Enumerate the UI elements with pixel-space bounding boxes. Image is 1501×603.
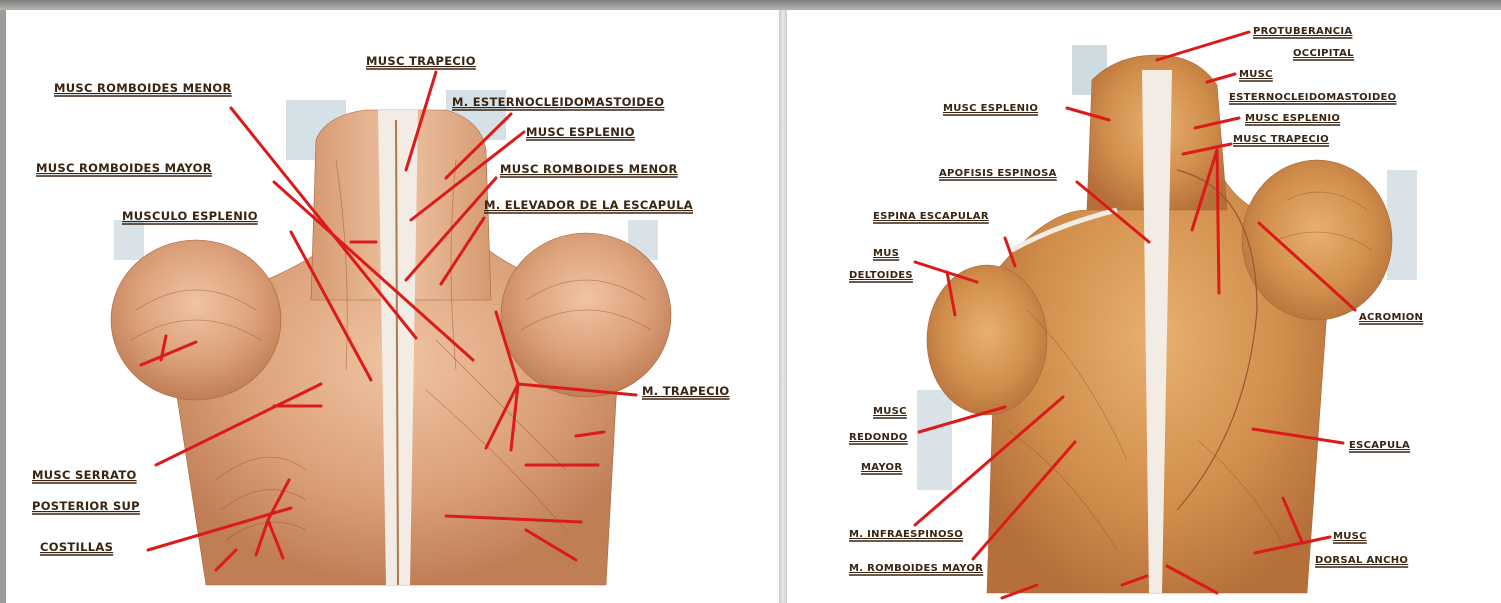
label-redondo-1: MUSC bbox=[873, 406, 907, 417]
label-musc-trapecio: MUSC TRAPECIO bbox=[366, 54, 476, 68]
label-esplenio: MUSC ESPLENIO bbox=[526, 125, 635, 139]
label-redondo-2: REDONDO bbox=[849, 432, 908, 443]
background-patch bbox=[114, 220, 144, 260]
label-espina-escapular: ESPINA ESCAPULAR bbox=[873, 211, 989, 222]
window-frame-top bbox=[0, 0, 1501, 10]
label-serrato-1: MUSC SERRATO bbox=[32, 468, 137, 482]
label-dorsal-2: DORSAL ANCHO bbox=[1315, 555, 1408, 566]
label-redondo-3: MAYOR bbox=[861, 462, 902, 473]
label-romboides-menor-2: MUSC ROMBOIDES MENOR bbox=[500, 162, 678, 176]
label-esplenio-left: MUSC ESPLENIO bbox=[943, 103, 1038, 114]
label-esterno-2: ESTERNOCLEIDOMASTOIDEO bbox=[1229, 92, 1397, 103]
label-elevador-escapula: M. ELEVADOR DE LA ESCAPULA bbox=[484, 198, 693, 212]
label-romboides-mayor: MUSC ROMBOIDES MAYOR bbox=[36, 161, 212, 175]
label-esterno-1: MUSC bbox=[1239, 69, 1273, 80]
label-m-trapecio: M. TRAPECIO bbox=[642, 384, 730, 398]
label-deltoides-2: DELTOIDES bbox=[849, 270, 913, 281]
label-musculo-esplenio: MUSCULO ESPLENIO bbox=[122, 209, 258, 223]
label-romboides-mayor: M. ROMBOIDES MAYOR bbox=[849, 563, 983, 574]
label-dorsal-1: MUSC bbox=[1333, 531, 1367, 542]
background-patch bbox=[917, 390, 952, 490]
label-romboides-menor: MUSC ROMBOIDES MENOR bbox=[54, 81, 232, 95]
posterior-back-panel: PROTUBERANCIA OCCIPITAL MUSC ESTERNOCLEI… bbox=[787, 10, 1501, 603]
label-esternocleidomastoideo: M. ESTERNOCLEIDOMASTOIDEO bbox=[452, 95, 664, 109]
right-anatomy-illustration: PROTUBERANCIA OCCIPITAL MUSC ESTERNOCLEI… bbox=[787, 10, 1501, 603]
label-infraespinoso: M. INFRAESPINOSO bbox=[849, 529, 963, 540]
label-esplenio-right: MUSC ESPLENIO bbox=[1245, 113, 1340, 124]
label-trapecio: MUSC TRAPECIO bbox=[1233, 134, 1329, 145]
right-deltoid bbox=[1242, 160, 1392, 320]
label-deltoides-1: MUS bbox=[873, 248, 899, 259]
label-serrato-2: POSTERIOR SUP bbox=[32, 499, 140, 513]
label-escapula: ESCAPULA bbox=[1349, 440, 1410, 451]
panel-divider bbox=[779, 10, 787, 603]
posterior-neck-dissection-panel: MUSC TRAPECIO MUSC ROMBOIDES MENOR M. ES… bbox=[6, 10, 779, 603]
label-acromion: ACROMION bbox=[1359, 312, 1423, 323]
label-apofisis: APOFISIS ESPINOSA bbox=[939, 168, 1057, 179]
right-shoulder-deltoid bbox=[501, 233, 671, 397]
pointer-protuberancia bbox=[1157, 32, 1249, 60]
left-anatomy-illustration: MUSC TRAPECIO MUSC ROMBOIDES MENOR M. ES… bbox=[6, 10, 779, 603]
label-occipital: OCCIPITAL bbox=[1293, 48, 1354, 59]
label-costillas: COSTILLAS bbox=[40, 540, 113, 554]
left-deltoid bbox=[927, 265, 1047, 415]
label-protuberancia: PROTUBERANCIA bbox=[1253, 26, 1352, 37]
background-patch bbox=[1387, 170, 1417, 280]
